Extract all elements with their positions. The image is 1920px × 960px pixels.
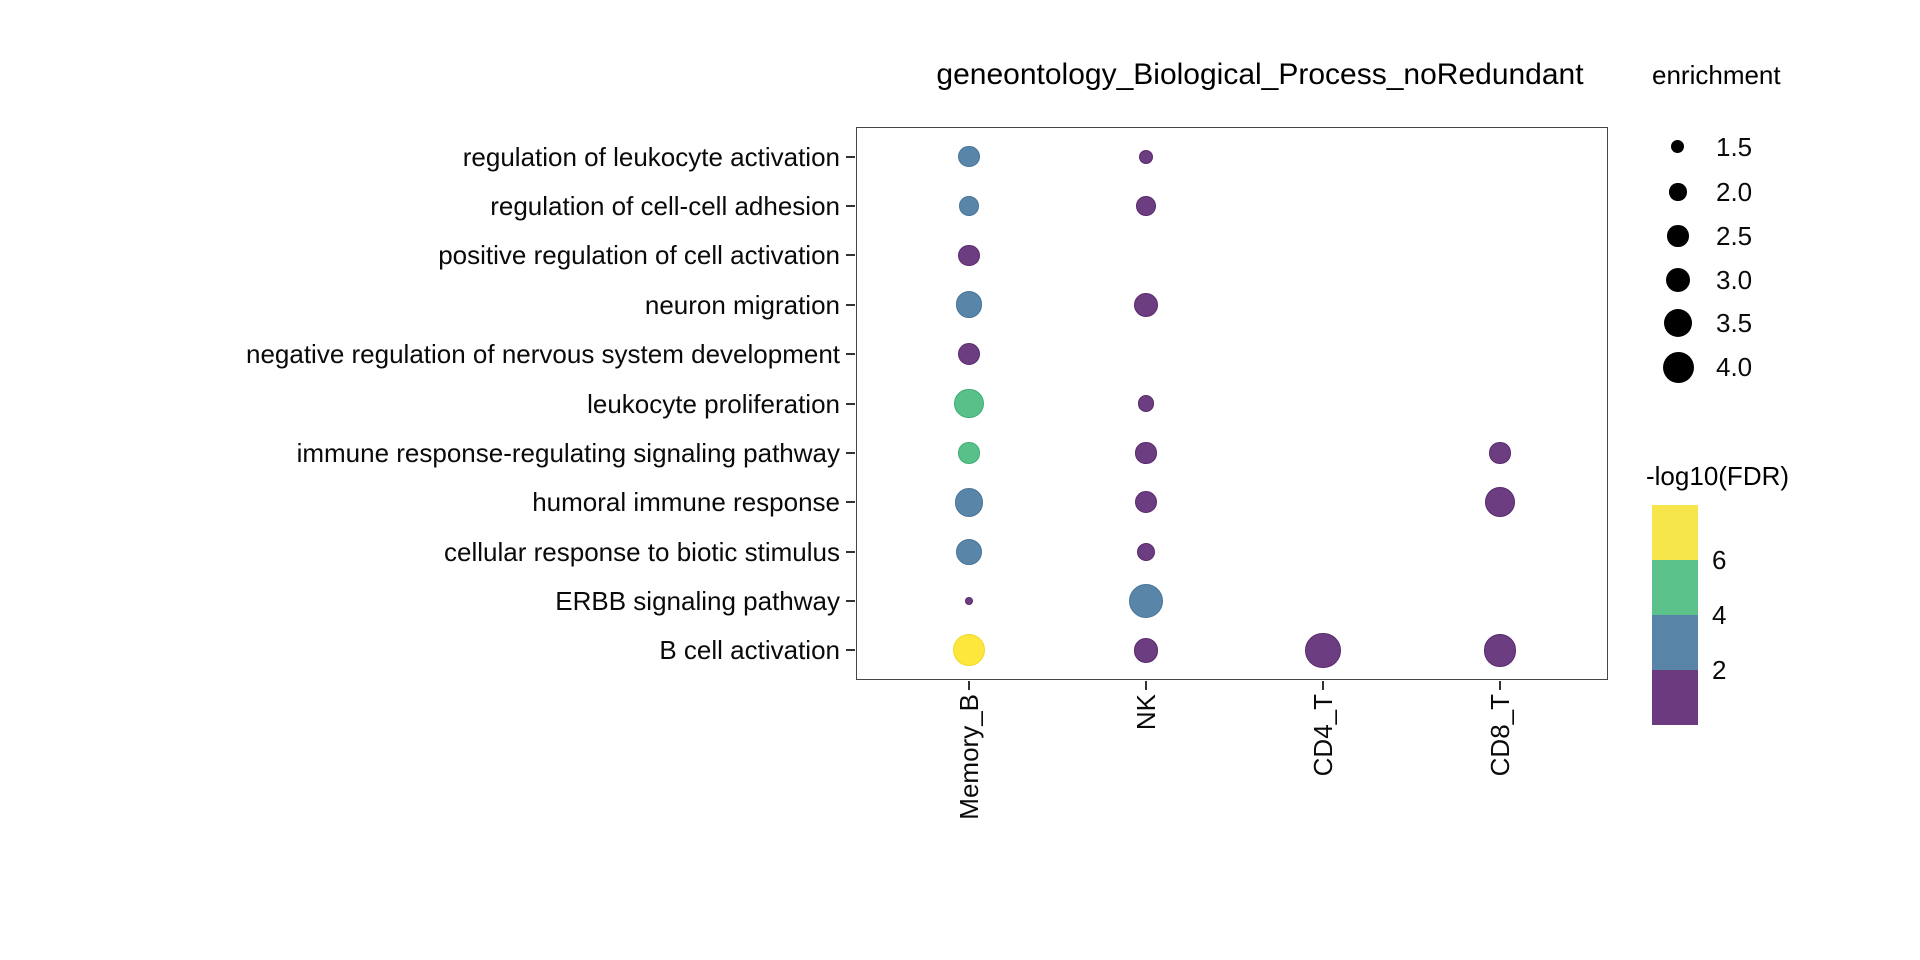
color-legend-title: -log10(FDR) xyxy=(1646,461,1790,491)
y-axis-label: leukocyte proliferation xyxy=(587,388,840,419)
data-point xyxy=(1136,542,1156,561)
colorbar-band xyxy=(1652,505,1698,560)
colorbar-tick-label: 6 xyxy=(1712,545,1727,575)
data-point xyxy=(964,596,974,606)
x-axis-tick xyxy=(1322,681,1324,690)
size-legend-label: 3.0 xyxy=(1716,265,1753,295)
y-axis-label: immune response-regulating signaling pat… xyxy=(296,437,840,468)
x-axis-tick xyxy=(1145,681,1147,690)
colorbar-band xyxy=(1652,670,1698,725)
data-point xyxy=(1489,442,1511,464)
y-axis-label: positive regulation of cell activation xyxy=(438,240,840,271)
x-axis-label: NK xyxy=(1131,694,1161,731)
x-axis-label: Memory_B xyxy=(954,694,984,820)
x-axis-tick xyxy=(1499,681,1501,690)
x-axis-label: CD4_T xyxy=(1308,694,1338,777)
data-point xyxy=(1134,491,1157,514)
data-point xyxy=(1135,442,1157,464)
y-axis-tick xyxy=(846,204,855,207)
y-axis-tick xyxy=(846,303,855,306)
y-axis-label: cellular response to biotic stimulus xyxy=(444,536,840,567)
y-axis-tick xyxy=(846,353,855,356)
y-axis-tick xyxy=(846,402,855,405)
data-point xyxy=(958,145,980,168)
data-point xyxy=(1139,149,1153,164)
size-legend-key-dot xyxy=(1667,225,1689,247)
y-axis-label: regulation of cell-cell adhesion xyxy=(490,190,840,221)
plot-title: geneontology_Biological_Process_noRedund… xyxy=(936,58,1584,91)
size-legend-label: 2.0 xyxy=(1716,177,1753,207)
colorbar-band xyxy=(1652,560,1698,615)
x-axis-tick xyxy=(968,681,970,690)
size-legend-key-dot xyxy=(1669,183,1687,201)
data-point xyxy=(1133,638,1159,663)
size-legend-label: 2.5 xyxy=(1716,221,1753,251)
data-point xyxy=(1483,634,1517,667)
colorbar-tick-label: 4 xyxy=(1712,600,1727,630)
size-legend-key-dot xyxy=(1671,140,1685,154)
data-point xyxy=(1136,196,1156,216)
y-axis-label: regulation of leukocyte activation xyxy=(462,141,840,172)
y-axis-label: humoral immune response xyxy=(532,487,840,518)
data-point xyxy=(1485,487,1515,518)
y-axis-tick xyxy=(846,451,855,454)
y-axis-tick xyxy=(846,501,855,504)
data-point xyxy=(954,388,984,419)
colorbar-band xyxy=(1652,615,1698,670)
data-point xyxy=(955,291,983,319)
data-point xyxy=(959,196,979,216)
data-point xyxy=(958,442,980,464)
x-axis-label: CD8_T xyxy=(1485,694,1515,777)
data-point xyxy=(958,244,980,266)
data-point xyxy=(1133,292,1159,317)
y-axis-tick xyxy=(846,649,855,652)
size-legend-title: enrichment xyxy=(1652,60,1781,90)
y-axis-label: ERBB signaling pathway xyxy=(555,586,840,617)
data-point xyxy=(1128,583,1164,619)
size-legend-key-dot xyxy=(1663,308,1692,337)
y-axis-label: negative regulation of nervous system de… xyxy=(245,339,840,370)
data-point xyxy=(1305,632,1341,669)
size-legend-key-dot xyxy=(1662,351,1694,383)
size-legend-key-dot xyxy=(1665,267,1691,293)
data-point xyxy=(955,538,983,565)
size-legend-label: 4.0 xyxy=(1716,352,1753,382)
y-axis-tick xyxy=(846,550,855,553)
y-axis-label: B cell activation xyxy=(659,635,840,666)
y-axis-label: neuron migration xyxy=(644,289,840,320)
y-axis-tick xyxy=(846,254,855,257)
size-legend-label: 1.5 xyxy=(1716,132,1753,162)
data-point xyxy=(954,487,984,517)
colorbar-tick-label: 2 xyxy=(1712,655,1727,685)
y-axis-tick xyxy=(846,155,855,158)
size-legend-label: 3.5 xyxy=(1716,308,1753,338)
data-point xyxy=(952,634,986,667)
data-point xyxy=(1137,395,1155,412)
data-point xyxy=(957,342,981,366)
y-axis-tick xyxy=(846,600,855,603)
